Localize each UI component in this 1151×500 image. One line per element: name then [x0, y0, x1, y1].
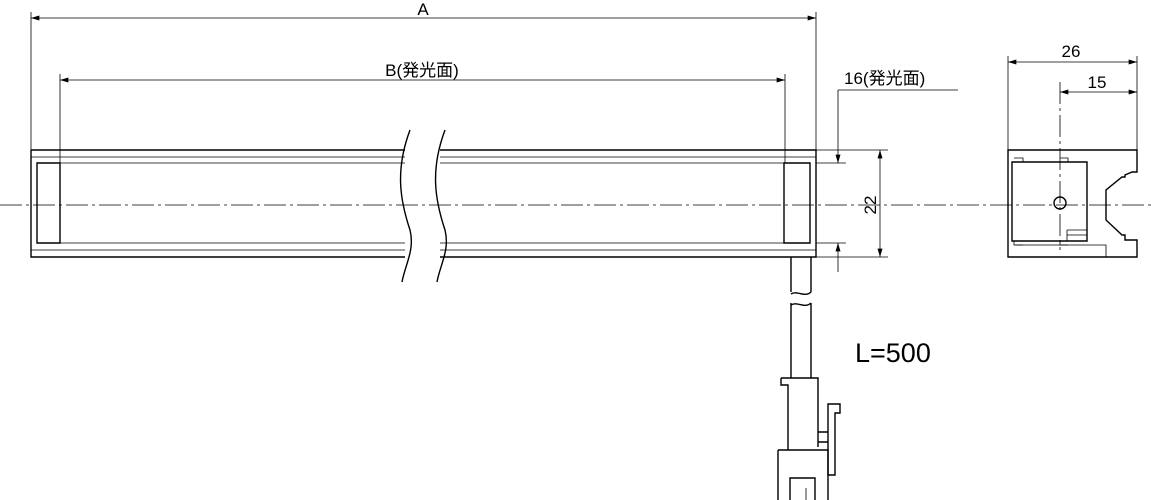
svg-text:22: 22 — [861, 196, 880, 215]
break-line-right — [434, 129, 447, 283]
svg-text:15: 15 — [1088, 73, 1107, 92]
break-line-left — [399, 129, 412, 283]
cable-length-label: L=500 — [855, 338, 931, 368]
cable-and-connector — [777, 257, 841, 500]
light-bar-front-view — [30, 129, 817, 283]
dimension-height: 22 — [816, 149, 888, 258]
svg-text:B(発光面): B(発光面) — [385, 61, 459, 80]
dimension-depth: 26 — [1007, 42, 1138, 150]
light-bar-side-view — [1007, 149, 1138, 258]
dimension-center-offset: 15 — [1060, 73, 1137, 95]
svg-text:16(発光面): 16(発光面) — [844, 69, 925, 88]
dimension-emitting-width: 16(発光面) — [816, 69, 958, 272]
svg-text:A: A — [417, 0, 429, 19]
dimension-b: B(発光面) — [59, 61, 786, 163]
svg-text:26: 26 — [1062, 42, 1081, 61]
dimension-a: A — [30, 0, 817, 150]
